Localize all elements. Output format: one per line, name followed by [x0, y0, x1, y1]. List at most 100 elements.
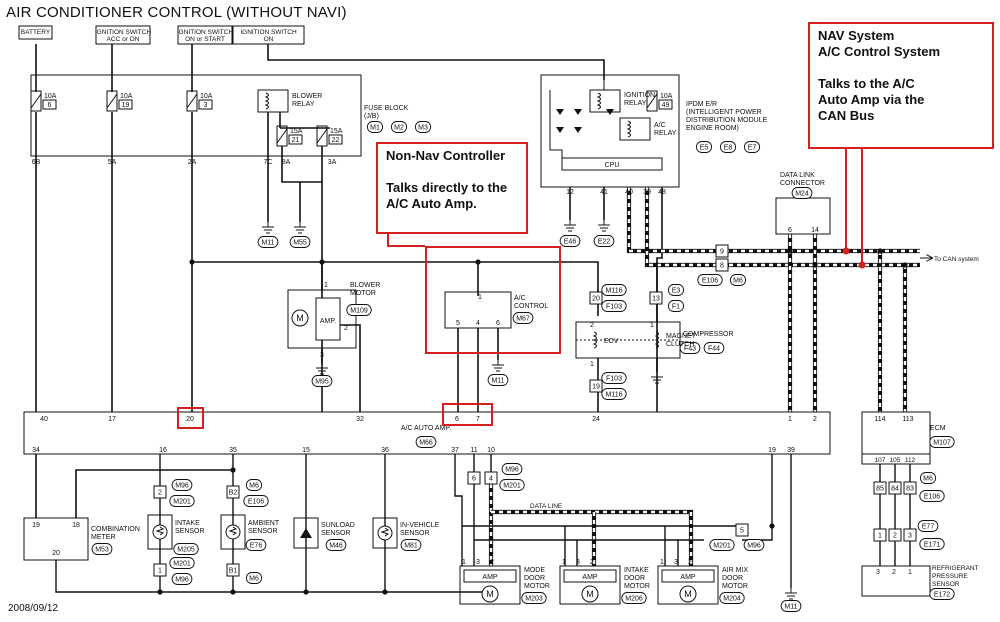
ipdm-connector-text: E5 [700, 145, 709, 152]
intake-sensor-connector [173, 543, 199, 555]
fuse-number-box [42, 99, 57, 110]
diagram-title: AIR CONDITIONER CONTROL (WITHOUT NAVI) [6, 4, 347, 21]
sunload-sensor-connector [325, 539, 347, 551]
ecm-inline-tag-text: E106 [924, 494, 940, 501]
door-motor-amp-label: AMP [482, 574, 498, 581]
door-inline-tag [501, 463, 523, 475]
fuse-number: 3 [204, 102, 208, 109]
ecm-inline-tag-text: E77 [922, 524, 935, 531]
pressure-sensor-connector-text: E172 [934, 592, 950, 599]
can-connector [697, 274, 723, 286]
data-link-connector [775, 197, 831, 235]
ground-connector [780, 600, 802, 612]
nav-callout-line [818, 60, 984, 76]
fuse-link [316, 128, 328, 144]
coil-symbol [596, 92, 601, 110]
auto-amp-bottom-pin: 39 [787, 447, 795, 454]
in-vehicle-sensor-connector [400, 539, 422, 551]
junction-dot [230, 589, 236, 595]
fuse-block-pin: 8A [282, 159, 291, 166]
ecm-connector [929, 436, 955, 448]
nonnav-callout-line: A/C Auto Amp. [386, 196, 477, 211]
motor-symbol [679, 585, 697, 603]
pressure-sensor-pin: 1 [908, 569, 912, 576]
can-high-wire [626, 187, 920, 254]
blower-pin: 1 [324, 282, 328, 289]
ambient-sensor-connector [245, 539, 267, 551]
ground-connector [593, 235, 615, 247]
in-vehicle-sensor-box [372, 517, 398, 549]
compressor-tag-text: F44 [708, 346, 720, 353]
ecm-inline-tag-text: M6 [923, 476, 933, 483]
fuse-block-connector [366, 121, 384, 133]
auto-amp-bottom-pin: 10 [487, 447, 495, 454]
wire [267, 44, 605, 80]
blower-amp [315, 297, 341, 341]
door-inline-tag [709, 539, 735, 551]
ipdm-label: DISTRIBUTION MODULE [686, 117, 768, 124]
junction-dot [319, 259, 325, 265]
compressor-pin: 2 [590, 322, 594, 329]
fuse-block-pin: 3A [328, 159, 337, 166]
sunload-sensor-label: SENSOR [321, 530, 351, 537]
in-vehicle-sensor-label: IN-VEHICLE [400, 522, 440, 529]
door-motor-connector-text: M203 [525, 596, 543, 603]
ac-control-connector [512, 312, 534, 324]
pin-label: 85 [876, 486, 884, 493]
diode-symbol [556, 109, 564, 115]
meter-label: COMBINATION [91, 526, 140, 533]
sensor-inline-tag [245, 572, 263, 584]
fuse-block-pin: 5A [108, 159, 117, 166]
fuse-amp: 15A [330, 128, 343, 135]
sensor-inline-tag-text: E106 [248, 499, 264, 506]
door-motor-label: DOOR [624, 575, 645, 582]
junction-dot [769, 523, 775, 529]
fuse-block-pin: 6B [32, 159, 41, 166]
diode-symbol [574, 127, 582, 133]
ac-control-pin: 1 [478, 294, 482, 301]
data-link-pin: 6 [788, 227, 792, 234]
ac-control-pin: 6 [496, 320, 500, 327]
compressor-connector [601, 300, 627, 312]
door-motor-label: DOOR [524, 575, 545, 582]
compressor-tag [703, 342, 725, 354]
pin-box [226, 485, 240, 499]
ipdm-pin: 12 [566, 189, 574, 196]
wire [462, 525, 743, 536]
fuse-block [30, 74, 362, 157]
compressor-pin: 1 [650, 322, 654, 329]
power-source-battery [18, 25, 53, 40]
power-source-ign-on [232, 25, 305, 45]
non-nav-controller-callout: Non-Nav Controller Talks directly to the… [376, 142, 528, 234]
pin-20-highlight [177, 407, 204, 429]
compressor-label: COMPRESSOR [683, 331, 734, 338]
ac-relay-label: A/C [654, 122, 666, 129]
power-source-ign-start [177, 25, 233, 45]
coil-symbol [264, 92, 269, 110]
motor-symbol [291, 309, 309, 327]
sunload-diode [300, 528, 312, 538]
ecm-inline-tag [919, 472, 937, 484]
diode-symbol [574, 109, 582, 115]
fuse-symbol [646, 90, 658, 112]
pressure-sensor-connector [929, 588, 955, 600]
wire [340, 324, 361, 412]
ecm-inline-tag [917, 520, 939, 532]
auto-amp-top-pin: 20 [186, 416, 194, 423]
fuse-block-connector [390, 121, 408, 133]
ground-connector-text: M11 [784, 604, 797, 611]
fuse-number: 22 [332, 137, 340, 144]
ecm-pin: 113 [902, 416, 913, 423]
pin-label: 83 [906, 486, 914, 493]
blower-pin: 2 [344, 325, 348, 332]
sensor-inline-tag [243, 495, 269, 507]
pin-box [873, 481, 887, 495]
door-motor-pin: 2 [490, 559, 494, 566]
fuse-symbol [186, 90, 198, 112]
fuse-block-label: FUSE BLOCK [364, 105, 409, 112]
sensor-inline-tag [171, 573, 193, 585]
pin-label: 6 [472, 476, 476, 483]
nonnav-callout-line: Non-Nav Controller [386, 148, 506, 163]
nonnav-callout-line: Talks directly to the [386, 180, 508, 195]
nav-callout-line: Auto Amp via the [818, 92, 925, 107]
